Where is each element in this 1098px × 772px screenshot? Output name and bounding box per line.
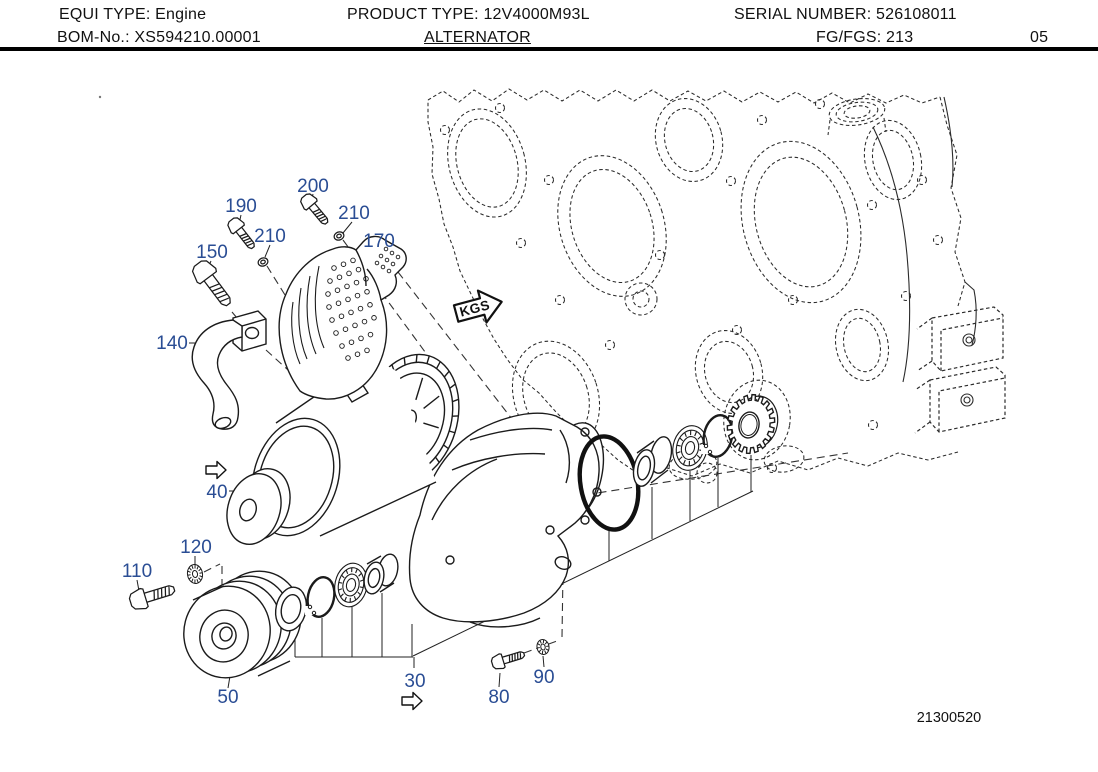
engine-filler-boss bbox=[827, 98, 887, 136]
alternator-body-part bbox=[226, 353, 460, 545]
engine-mounting-bracket bbox=[914, 306, 1006, 434]
bearing-front-part bbox=[334, 562, 368, 608]
callout-110: 110 bbox=[122, 561, 152, 582]
drawing-number: 21300520 bbox=[917, 710, 982, 726]
support-bracket-part bbox=[191, 310, 267, 430]
header-sheet-number: 05 bbox=[1030, 29, 1049, 46]
header-product-type: PRODUCT TYPE: 12V4000M93L bbox=[347, 6, 590, 23]
bushing-front-part bbox=[363, 553, 399, 595]
callout-140: 140 bbox=[156, 333, 188, 354]
callout-80: 80 bbox=[488, 687, 509, 708]
callout-90: 90 bbox=[533, 667, 554, 688]
kgs-flow-arrow: KGS bbox=[452, 289, 503, 324]
callout-190: 190 bbox=[225, 196, 257, 217]
snap-ring-front-part bbox=[305, 576, 336, 618]
callout-210-right: 210 bbox=[338, 203, 370, 224]
engine-block-solid-accents bbox=[872, 96, 977, 407]
header-serial-number: SERIAL NUMBER: 526108011 bbox=[734, 6, 957, 23]
callout-40: 40 bbox=[206, 482, 227, 503]
callout-120: 120 bbox=[180, 537, 212, 558]
header-rule-divider bbox=[0, 47, 1098, 51]
view-direction-arrow-40 bbox=[205, 460, 227, 480]
drive-gear-part bbox=[726, 393, 779, 455]
bolt-150 bbox=[187, 255, 239, 313]
lock-washer-120 bbox=[186, 564, 204, 584]
header-fg-fgs: FG/FGS: 213 bbox=[816, 29, 914, 46]
scan-speck bbox=[98, 95, 102, 99]
callout-170: 170 bbox=[363, 231, 395, 252]
page-title-alternator: ALTERNATOR bbox=[424, 29, 531, 46]
bushing-rear-part bbox=[632, 436, 673, 487]
engine-block-outline bbox=[427, 88, 1006, 484]
callout-150: 150 bbox=[196, 242, 228, 263]
callout-50: 50 bbox=[217, 687, 238, 708]
heat-shield-slots bbox=[291, 265, 325, 365]
washer-90 bbox=[536, 639, 550, 655]
callout-30: 30 bbox=[404, 671, 425, 692]
callout-210-left: 210 bbox=[254, 226, 286, 247]
pulley-part bbox=[183, 570, 302, 679]
rear-housing-part bbox=[408, 412, 605, 628]
engine-bolt-holes bbox=[439, 98, 944, 476]
washer-210-right bbox=[333, 231, 345, 241]
bolt-110 bbox=[126, 578, 178, 614]
heat-shield-part bbox=[278, 235, 407, 400]
view-direction-arrow-30 bbox=[401, 691, 423, 711]
header-equi-type: EQUI TYPE: Engine bbox=[59, 6, 207, 23]
washer-210-left bbox=[257, 257, 269, 267]
header-bom-no: BOM-No.: XS594210.00001 bbox=[57, 29, 261, 46]
bolt-80 bbox=[489, 646, 527, 672]
callout-200: 200 bbox=[297, 176, 329, 197]
heat-shield-perforations bbox=[325, 246, 401, 361]
